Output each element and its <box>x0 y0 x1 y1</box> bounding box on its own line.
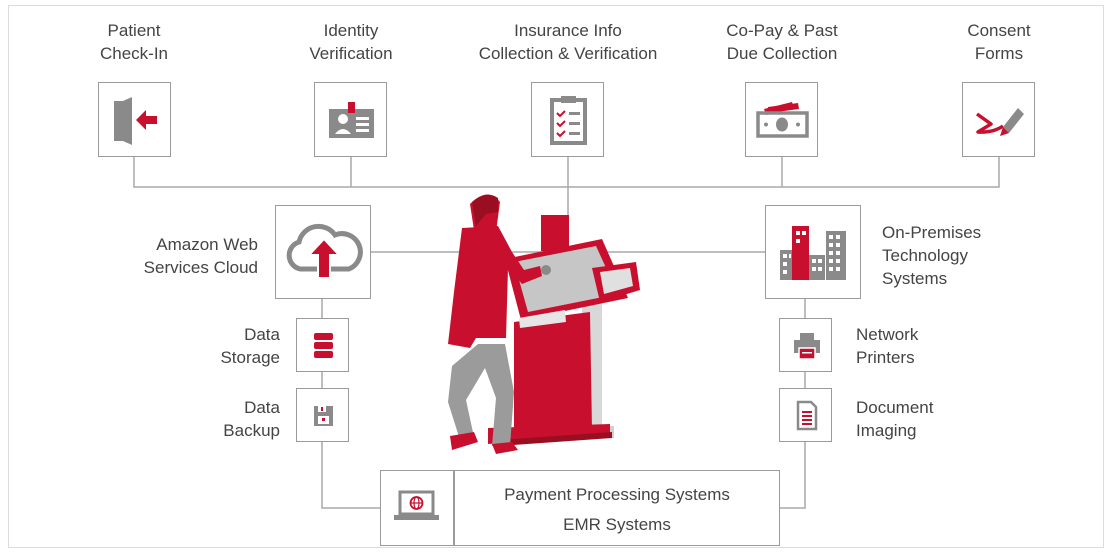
storage-label: Data Storage <box>220 325 280 367</box>
id-card-icon <box>329 102 374 138</box>
consent-box <box>962 82 1035 157</box>
bottom-systems-box: Payment Processing Systems EMR Systems <box>380 470 780 546</box>
kiosk <box>488 215 640 446</box>
copay-box <box>745 82 818 157</box>
cloud-upload-icon <box>286 223 363 279</box>
diagram-frame <box>8 5 1104 548</box>
step-label-identity: Identity Verification <box>309 21 393 63</box>
bottom-divider <box>453 471 455 545</box>
imaging-box <box>779 388 832 442</box>
document-icon <box>796 400 818 431</box>
step-label-copay: Co-Pay & Past Due Collection <box>726 21 838 63</box>
person <box>448 194 551 454</box>
payment-systems-label: Payment Processing Systems <box>504 485 730 504</box>
insurance-box <box>531 82 604 157</box>
printers-box <box>779 318 832 372</box>
backup-label: Data Backup <box>223 398 280 440</box>
cloud-box <box>275 205 371 299</box>
signature-pen-icon <box>975 108 1024 136</box>
cloud-label: Amazon Web Services Cloud <box>143 235 258 277</box>
emr-systems-label: EMR Systems <box>563 515 671 534</box>
buildings-icon <box>780 226 846 280</box>
step-label-consent: Consent Forms <box>967 21 1031 63</box>
check-in-box <box>98 82 171 157</box>
printers-label: Network Printers <box>856 325 919 367</box>
imaging-label: Document Imaging <box>856 398 934 440</box>
onprem-box <box>765 205 861 299</box>
step-label-insurance: Insurance Info Collection & Verification <box>478 21 658 63</box>
database-icon <box>314 333 333 358</box>
printer-icon <box>794 333 820 360</box>
cash-icon <box>756 102 809 138</box>
step-label-check-in: Patient Check-In <box>99 21 169 63</box>
storage-box <box>296 318 349 372</box>
checklist-clipboard-icon <box>550 96 587 145</box>
floppy-disk-icon <box>314 406 333 426</box>
backup-box <box>296 388 349 442</box>
identity-box <box>314 82 387 157</box>
onprem-label: On-Premises Technology Systems <box>882 223 982 288</box>
door-arrow-icon <box>114 97 157 145</box>
laptop-globe-icon <box>394 490 439 520</box>
